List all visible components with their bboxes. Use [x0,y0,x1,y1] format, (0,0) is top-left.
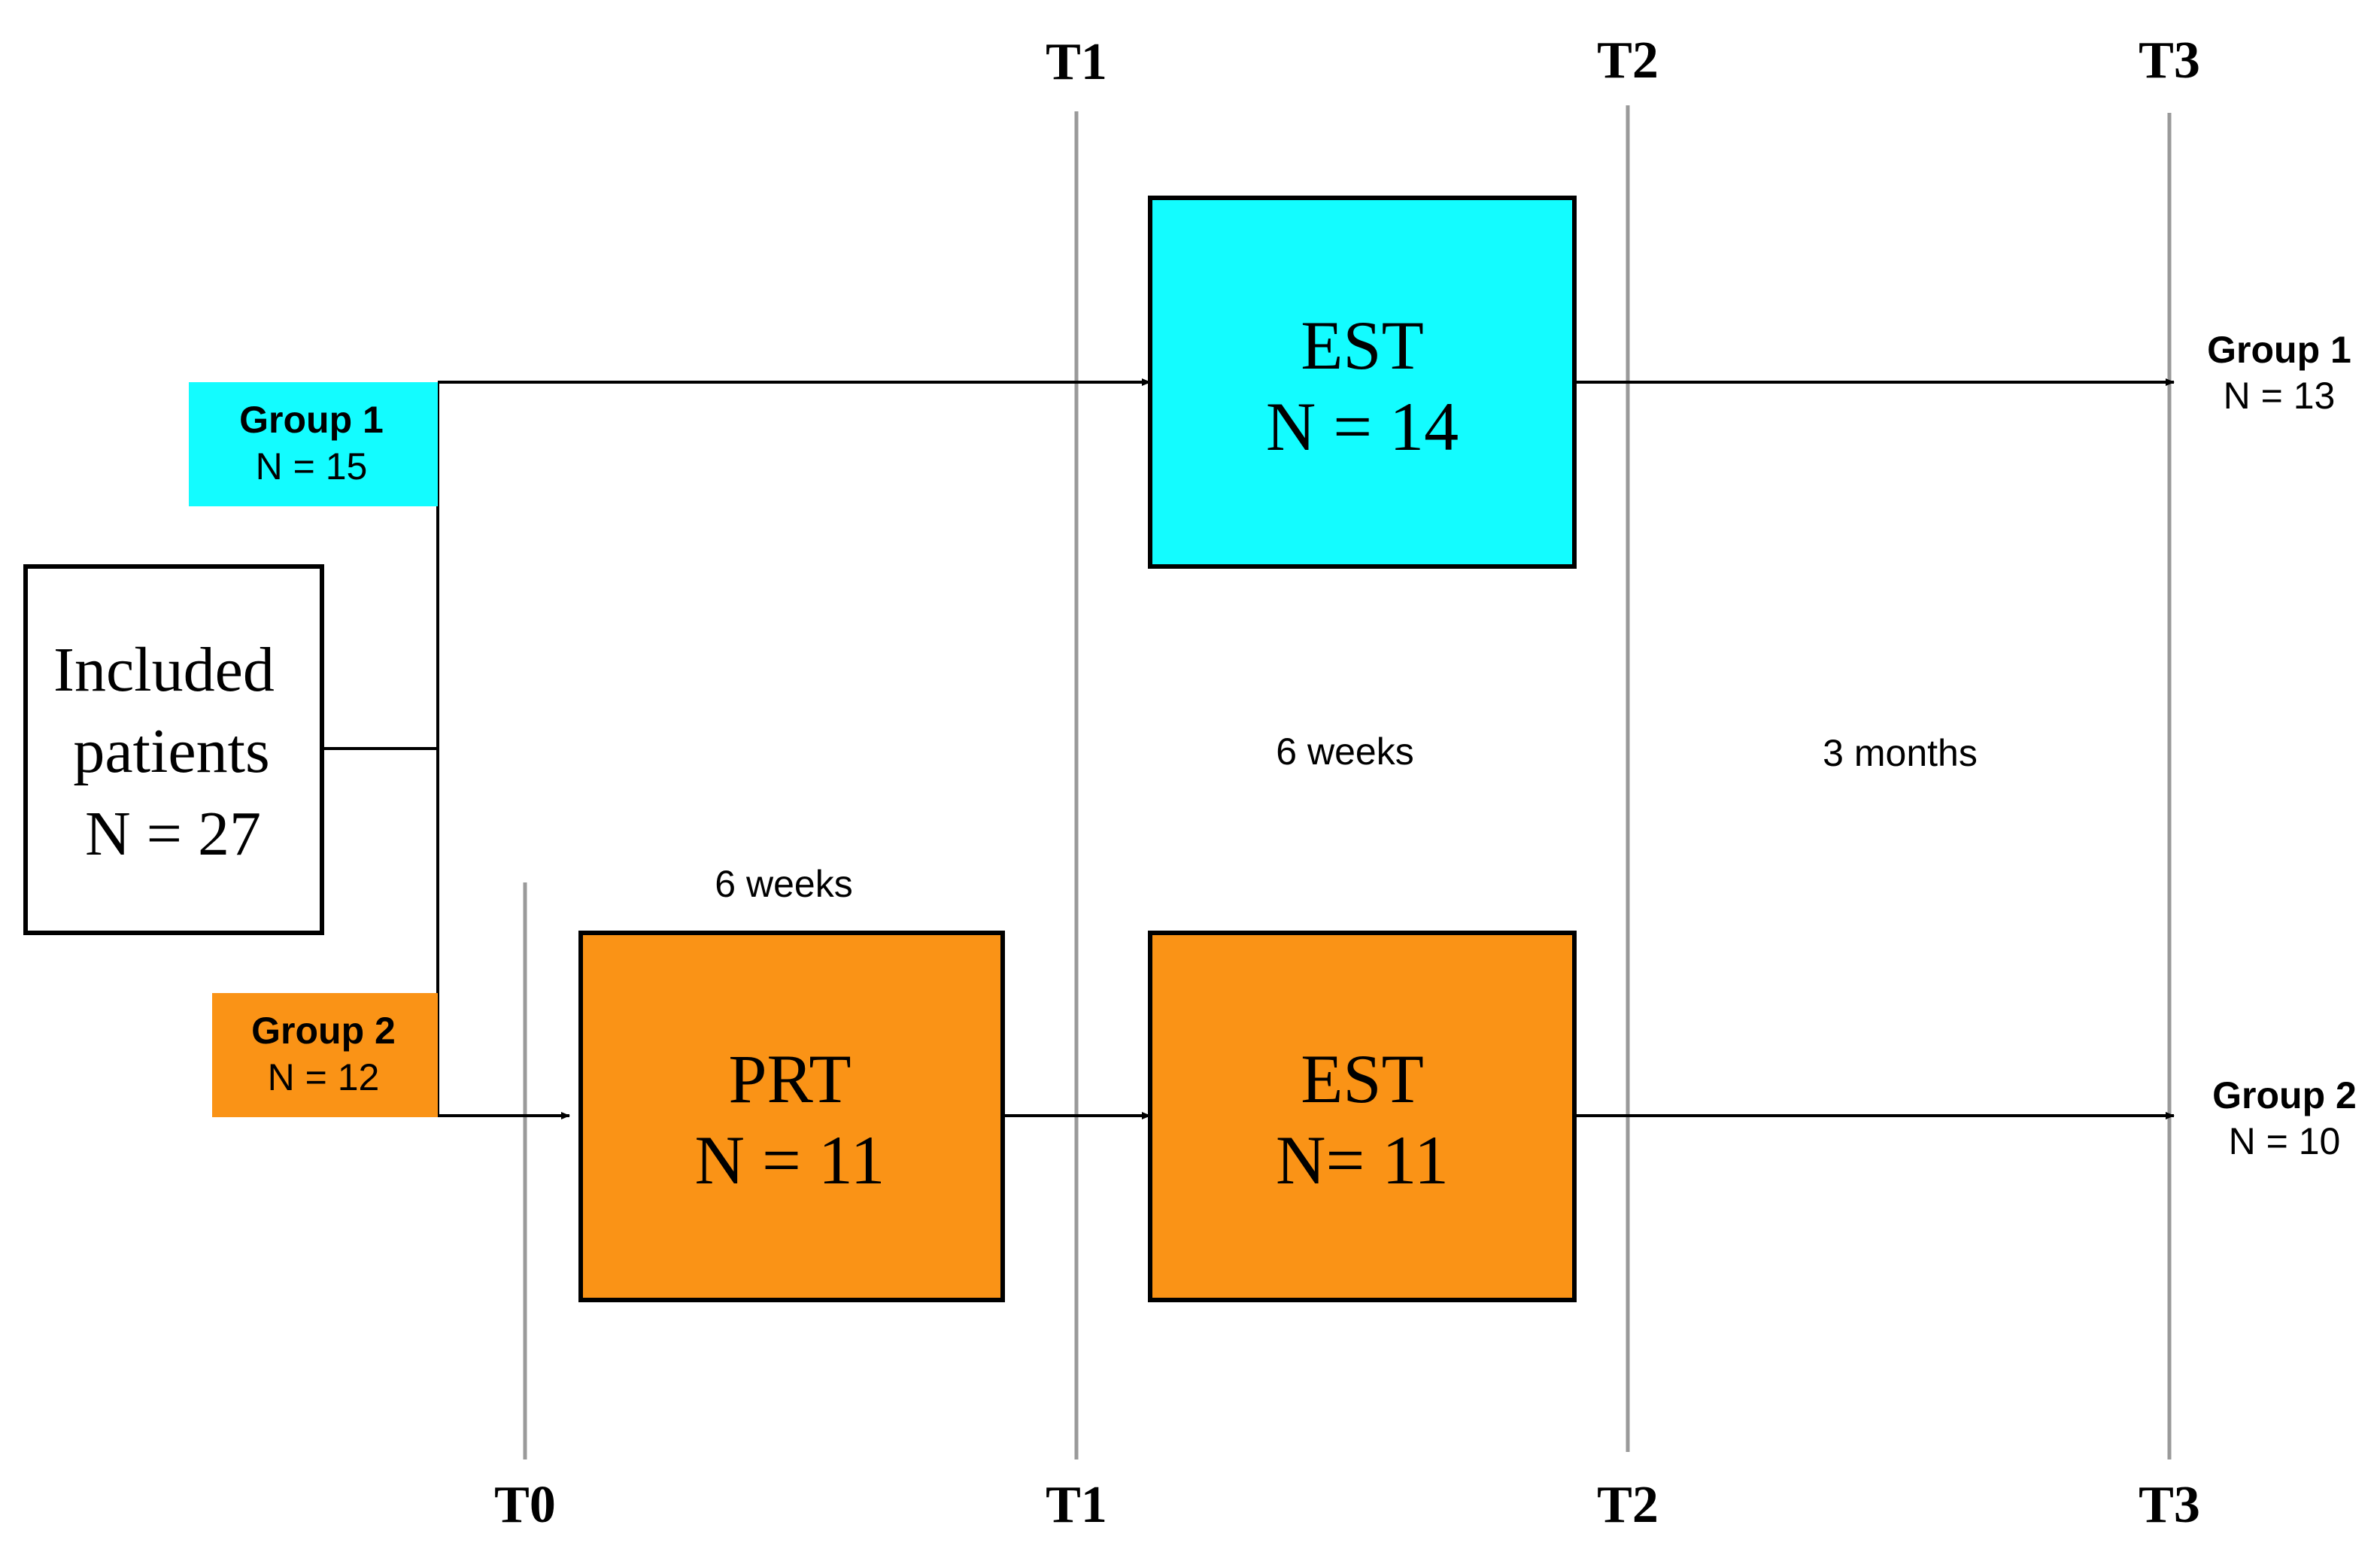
est-group2-title: EST [1301,1040,1424,1117]
t1-bottom-label: T1 [1046,1476,1107,1534]
group1-start-badge [189,382,438,506]
prt-group2-title: PRT [728,1040,851,1117]
group2-start-name: Group 2 [251,1010,396,1052]
t3-bottom-label: T3 [2139,1476,2200,1534]
t2-bottom-label: T2 [1597,1476,1659,1534]
included-line1: Included [53,635,275,705]
est-group2-box [1148,931,1577,1302]
est-group2-n: N= 11 [1276,1122,1449,1198]
group2-end-n: N = 10 [2229,1120,2341,1162]
group2-start-badge [212,993,438,1117]
duration-prt: 6 weeks [715,863,852,905]
t2-top-label: T2 [1597,32,1659,90]
group2-end-name: Group 2 [2212,1074,2357,1116]
duration-followup: 3 months [1823,732,1978,774]
t0-bottom-label: T0 [494,1476,556,1534]
included-line3: N = 27 [85,799,261,869]
included-patients-box [23,564,324,935]
t3-top-label: T3 [2139,32,2200,90]
group1-end-n: N = 13 [2224,375,2336,417]
included-line2: patients [73,716,269,786]
prt-group2-box [578,931,1005,1302]
group2-start-n: N = 12 [268,1056,380,1098]
duration-est: 6 weeks [1276,730,1413,773]
est-group1-title: EST [1301,307,1424,384]
group1-start-n: N = 15 [256,445,368,487]
group1-start-name: Group 1 [239,399,384,441]
est-group1-box [1148,196,1577,569]
prt-group2-n: N = 11 [695,1122,885,1198]
group1-end-name: Group 1 [2207,329,2351,371]
t1-top-label: T1 [1046,33,1107,91]
est-group1-n: N = 14 [1266,388,1459,465]
